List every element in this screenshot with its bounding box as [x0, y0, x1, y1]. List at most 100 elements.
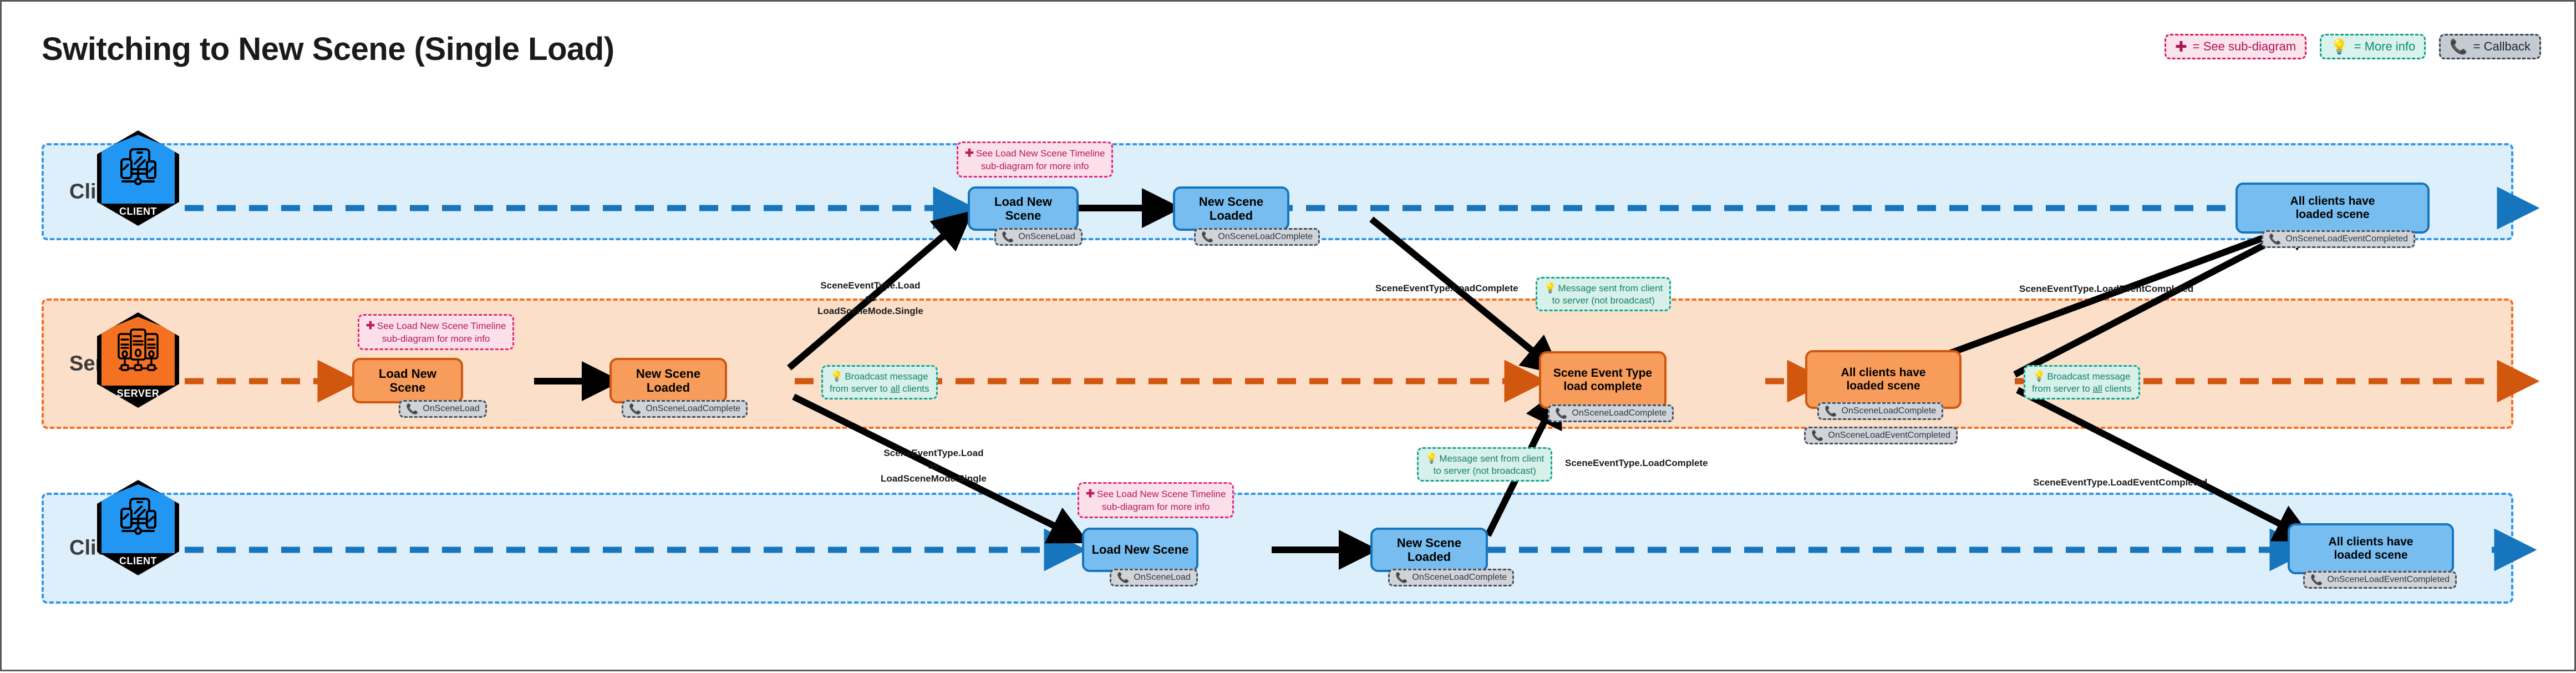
- node-client1-new-scene-loaded[interactable]: New Scene Loaded: [1173, 186, 1289, 231]
- callback-label: OnSceneLoadComplete: [1572, 408, 1667, 418]
- legend-label-more-info: = More info: [2354, 39, 2416, 53]
- node-server-scene-event-type-load-complete[interactable]: Scene Event Type load complete: [1539, 351, 1666, 409]
- node-client2-new-scene-loaded[interactable]: New Scene Loaded: [1370, 528, 1488, 572]
- info-line2-emphasis: all: [2092, 383, 2102, 394]
- edge-label-text: SceneEventType.LoadComplete: [1565, 458, 1708, 468]
- edge-label-load-complete-bottom: SceneEventType.LoadComplete: [1563, 457, 1710, 470]
- info-line2a: from server to: [830, 383, 891, 394]
- callout-line2: sub-diagram for more info: [980, 160, 1089, 171]
- callback-label: OnSceneLoad: [1018, 232, 1075, 241]
- info-line2a: from server to: [2032, 383, 2093, 394]
- node-title: Load New Scene: [379, 366, 436, 394]
- plus-icon: ✚: [2174, 38, 2187, 55]
- edge-label-line1: SceneEventType.Load: [883, 448, 984, 458]
- callback-badge-client1-onsceneloadeventcompleted: 📞 OnSceneLoadEventCompleted: [2262, 230, 2416, 248]
- node-title-line2: load complete: [1563, 380, 1642, 393]
- actor-caption-client1: CLIENT: [119, 206, 157, 217]
- node-client2-all-clients-loaded[interactable]: All clients have loaded scene: [2288, 523, 2454, 574]
- node-title: New Scene Loaded: [1396, 535, 1462, 564]
- node-client1-load-new-scene[interactable]: Load New Scene: [968, 186, 1079, 231]
- node-server-new-scene-loaded[interactable]: New Scene Loaded: [609, 358, 727, 403]
- phone-icon: 📞: [1555, 408, 1568, 419]
- phone-icon: 📞: [1825, 406, 1837, 417]
- callback-label: OnSceneLoadComplete: [1841, 406, 1937, 416]
- callout-server-broadcast-1[interactable]: 💡Broadcast message from server to all cl…: [821, 365, 938, 399]
- phone-icon: 📞: [1002, 231, 1014, 242]
- callback-label: OnSceneLoadComplete: [646, 404, 741, 413]
- callback-label: OnSceneLoadEventCompleted: [2285, 234, 2409, 244]
- phone-icon: 📞: [2310, 574, 2323, 585]
- info-line1: Broadcast message: [845, 371, 928, 382]
- callback-label: OnSceneLoadEventCompleted: [2327, 575, 2450, 584]
- phone-icon: 📞: [1117, 572, 1130, 583]
- callback-badge-client2-onsceneload: 📞 OnSceneLoad: [1110, 569, 1198, 586]
- node-title-line1: All clients have: [2328, 535, 2414, 548]
- callout-line1: See Load New Scene Timeline: [975, 148, 1105, 159]
- info-line2-emphasis: all: [890, 383, 900, 394]
- callback-badge-client1-onsceneloadcomplete: 📞 OnSceneLoadComplete: [1194, 228, 1320, 246]
- node-server-load-new-scene[interactable]: Load New Scene: [352, 358, 463, 403]
- phone-icon: 📞: [2450, 38, 2468, 55]
- edge-label-line1: SceneEventType.Load: [820, 280, 921, 291]
- edge-label-load-single-bottom: SceneEventType.Load as LoadSceneMode.Sin…: [879, 447, 988, 486]
- callout-line1: See Load New Scene Timeline: [377, 321, 506, 331]
- callout-server-sub-diagram[interactable]: ✚See Load New Scene Timeline sub-diagram…: [358, 314, 515, 350]
- callout-client-to-server-top[interactable]: 💡Message sent from client to server (not…: [1536, 277, 1671, 311]
- server-rack-icon: [101, 317, 175, 386]
- node-client2-load-new-scene[interactable]: Load New Scene: [1082, 528, 1198, 572]
- node-title: Load New Scene: [1091, 543, 1189, 557]
- info-line1: Broadcast message: [2047, 371, 2131, 382]
- node-title-line2: loaded scene: [1846, 379, 1920, 392]
- info-line2: to server (not broadcast): [1433, 465, 1536, 476]
- edge-label-load-complete-top: SceneEventType.LoadComplete: [1374, 282, 1520, 296]
- legend-label-callback: = Callback: [2473, 39, 2531, 53]
- phone-icon: 📞: [406, 403, 419, 414]
- plus-icon: ✚: [366, 320, 375, 332]
- legend: ✚ = See sub-diagram 💡 = More info 📞 = Ca…: [2164, 34, 2541, 59]
- callback-label: OnSceneLoadComplete: [1218, 232, 1313, 241]
- node-title-line1: All clients have: [1841, 366, 1926, 379]
- node-title: New Scene Loaded: [636, 366, 701, 394]
- info-line2c: clients: [900, 383, 929, 394]
- phone-icon: 📞: [629, 403, 642, 414]
- actor-caption-client2: CLIENT: [119, 555, 157, 566]
- lightbulb-icon: 💡: [1425, 453, 1438, 464]
- client-devices-icon: [101, 484, 175, 553]
- callout-line2: sub-diagram for more info: [382, 333, 490, 344]
- callout-client1-sub-diagram[interactable]: ✚See Load New Scene Timeline sub-diagram…: [957, 141, 1114, 178]
- legend-item-more-info: 💡 = More info: [2320, 34, 2426, 59]
- callback-badge-server-allclients-onsceneloadcomplete: 📞 OnSceneLoadComplete: [1817, 402, 1944, 420]
- edge-label-line3: LoadSceneMode.Single: [817, 305, 923, 316]
- edge-label-line2: as: [865, 292, 876, 303]
- phone-icon: 📞: [1395, 572, 1408, 583]
- edge-label-text: SceneEventType.LoadEventCompleted: [2033, 477, 2208, 488]
- legend-item-sub-diagram: ✚ = See sub-diagram: [2164, 34, 2307, 59]
- callout-client-to-server-bottom[interactable]: 💡Message sent from client to server (not…: [1417, 447, 1553, 482]
- callback-label: OnSceneLoadEventCompleted: [1828, 431, 1951, 440]
- actor-badge-server: SERVER: [97, 312, 179, 408]
- edge-label-text: SceneEventType.LoadComplete: [1375, 283, 1518, 294]
- edge-label-load-event-completed-bottom: SceneEventType.LoadEventCompleted: [2031, 476, 2209, 490]
- callout-client2-sub-diagram[interactable]: ✚See Load New Scene Timeline sub-diagram…: [1078, 482, 1234, 518]
- callback-label: OnSceneLoad: [1134, 573, 1191, 582]
- legend-item-callback: 📞 = Callback: [2439, 34, 2541, 59]
- node-title-line1: All clients have: [2290, 194, 2375, 208]
- edge-label-text: SceneEventType.LoadEventCompleted: [2019, 284, 2194, 294]
- callout-server-broadcast-2[interactable]: 💡Broadcast message from server to all cl…: [2024, 365, 2140, 399]
- node-client1-all-clients-loaded[interactable]: All clients have loaded scene: [2235, 183, 2430, 234]
- callback-label: OnSceneLoad: [423, 404, 480, 413]
- callback-badge-server-allclients-onsceneloadeventcompleted: 📞 OnSceneLoadEventCompleted: [1804, 427, 1958, 444]
- callout-line1: See Load New Scene Timeline: [1096, 489, 1226, 499]
- phone-icon: 📞: [1201, 231, 1214, 242]
- node-title: Load New Scene: [994, 194, 1052, 222]
- node-title-line1: Scene Event Type: [1553, 366, 1653, 379]
- callback-badge-server-onsceneloadcomplete: 📞 OnSceneLoadComplete: [622, 400, 748, 418]
- edge-label-load-event-completed-top: SceneEventType.LoadEventCompleted: [2018, 282, 2195, 296]
- lightbulb-icon: 💡: [2330, 38, 2349, 55]
- node-server-all-clients-loaded[interactable]: All clients have loaded scene: [1805, 350, 1962, 409]
- node-title-line2: loaded scene: [2334, 549, 2408, 561]
- actor-caption-server: SERVER: [116, 388, 160, 399]
- client-devices-icon: [101, 135, 175, 204]
- info-line1: Message sent from client: [1439, 453, 1544, 464]
- callback-badge-client2-onsceneloadcomplete: 📞 OnSceneLoadComplete: [1388, 569, 1515, 586]
